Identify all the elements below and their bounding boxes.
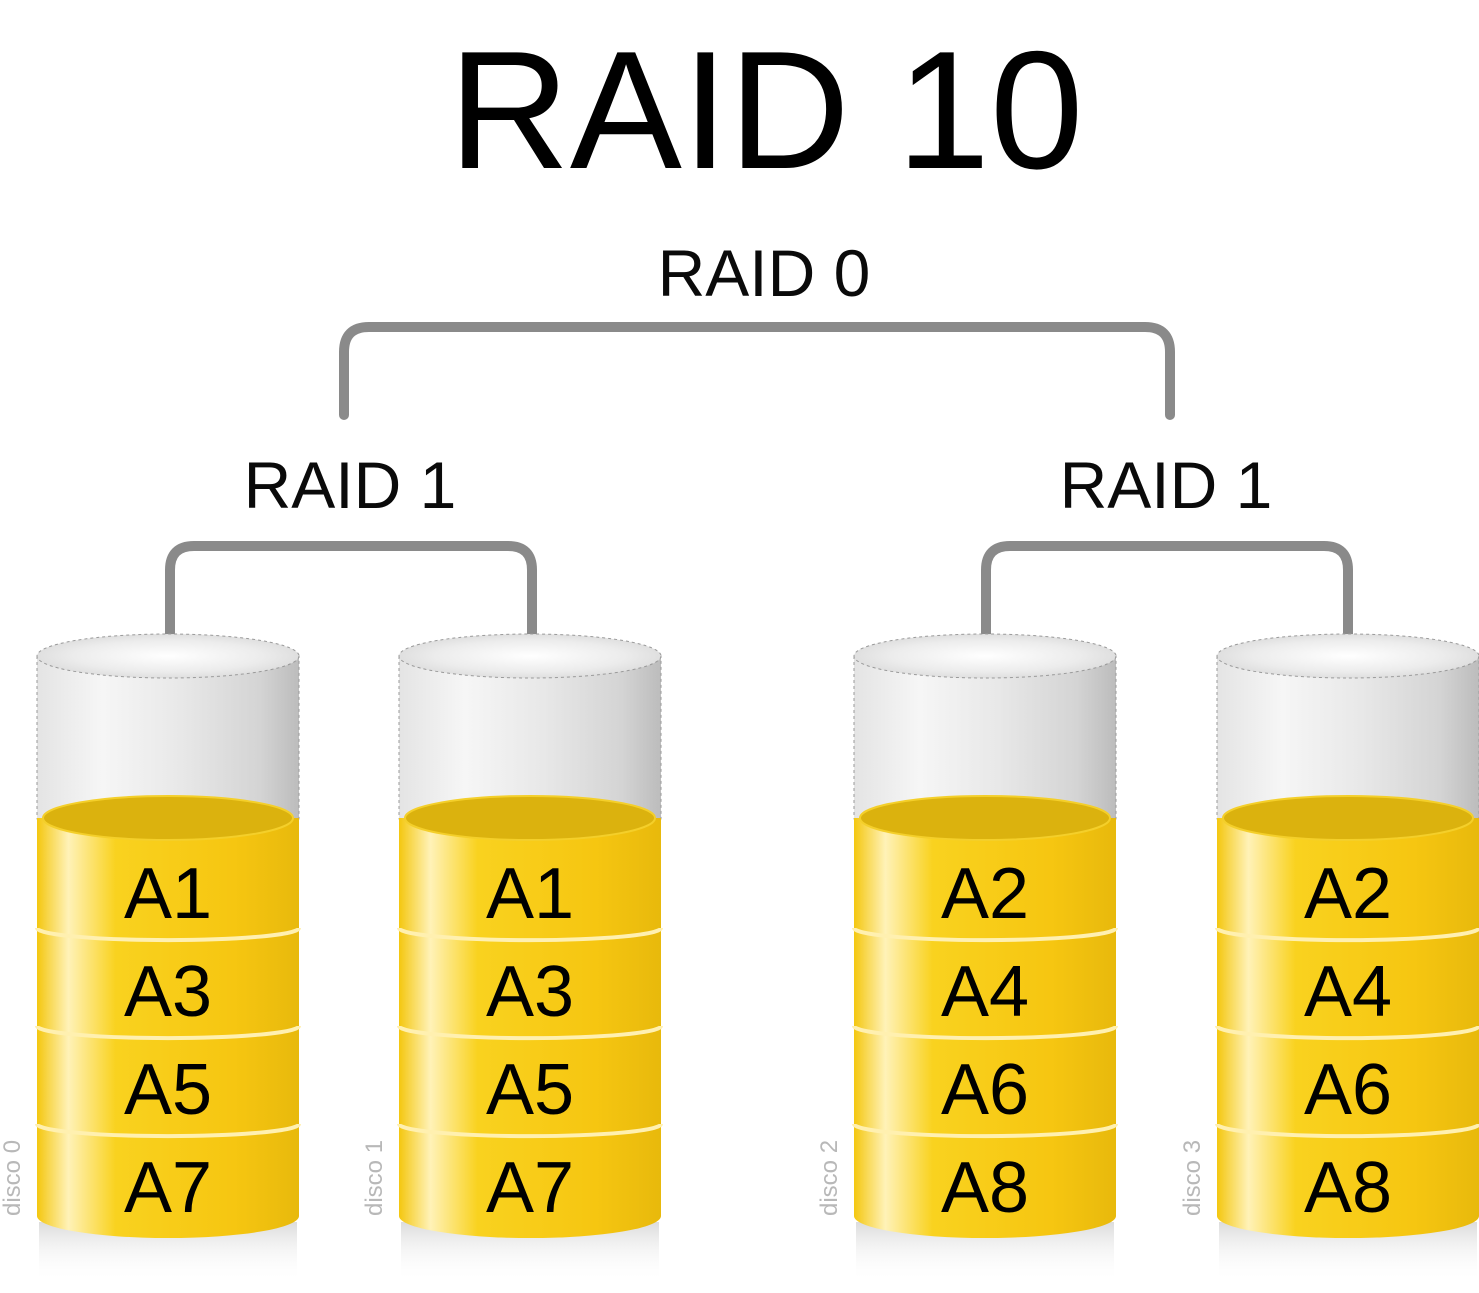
raid1-connector-right	[981, 541, 1353, 658]
data-block-label: A2	[941, 854, 1029, 934]
diagram-title: RAID 10	[449, 16, 1084, 204]
disk-top	[398, 633, 662, 679]
disk-label: disco 1	[361, 1140, 388, 1216]
block-divider	[852, 927, 1118, 943]
disk-fill-top	[1222, 795, 1474, 841]
block-divider	[397, 1025, 663, 1041]
data-block-label: A7	[486, 1148, 574, 1228]
disk-fill-top	[42, 795, 294, 841]
block-divider	[35, 1025, 301, 1041]
data-block-label: A7	[124, 1148, 212, 1228]
block-divider	[852, 1123, 1118, 1139]
data-block-label: A5	[124, 1050, 212, 1130]
raid1-connector-left	[165, 541, 537, 658]
data-block-label: A3	[124, 952, 212, 1032]
data-block-label: A6	[1304, 1050, 1392, 1130]
raid1-label-right: RAID 1	[1060, 448, 1273, 522]
block-divider	[35, 1123, 301, 1139]
block-divider	[1215, 1025, 1479, 1041]
disk-top	[1216, 633, 1479, 679]
raid1-label-left: RAID 1	[244, 448, 457, 522]
data-block-label: A4	[1304, 952, 1392, 1032]
data-block-label: A4	[941, 952, 1029, 1032]
disk-top	[36, 633, 300, 679]
block-divider	[397, 927, 663, 943]
disk-label: disco 3	[1179, 1140, 1206, 1216]
block-divider	[35, 927, 301, 943]
data-block-label: A3	[486, 952, 574, 1032]
disk-fill-top	[404, 795, 656, 841]
data-block-label: A6	[941, 1050, 1029, 1130]
data-block-label: A8	[1304, 1148, 1392, 1228]
disk-fill-top	[859, 795, 1111, 841]
disk-label: disco 2	[816, 1140, 843, 1216]
raid0-label: RAID 0	[658, 236, 871, 310]
data-block-label: A5	[486, 1050, 574, 1130]
block-divider	[397, 1123, 663, 1139]
data-block-label: A1	[486, 854, 574, 934]
block-divider	[1215, 1123, 1479, 1139]
data-block-label: A2	[1304, 854, 1392, 934]
disk-top	[853, 633, 1117, 679]
data-block-label: A1	[124, 854, 212, 934]
data-block-label: A8	[941, 1148, 1029, 1228]
block-divider	[852, 1025, 1118, 1041]
block-divider	[1215, 927, 1479, 943]
disk-label: disco 0	[0, 1140, 26, 1216]
raid0-connector	[339, 322, 1175, 420]
